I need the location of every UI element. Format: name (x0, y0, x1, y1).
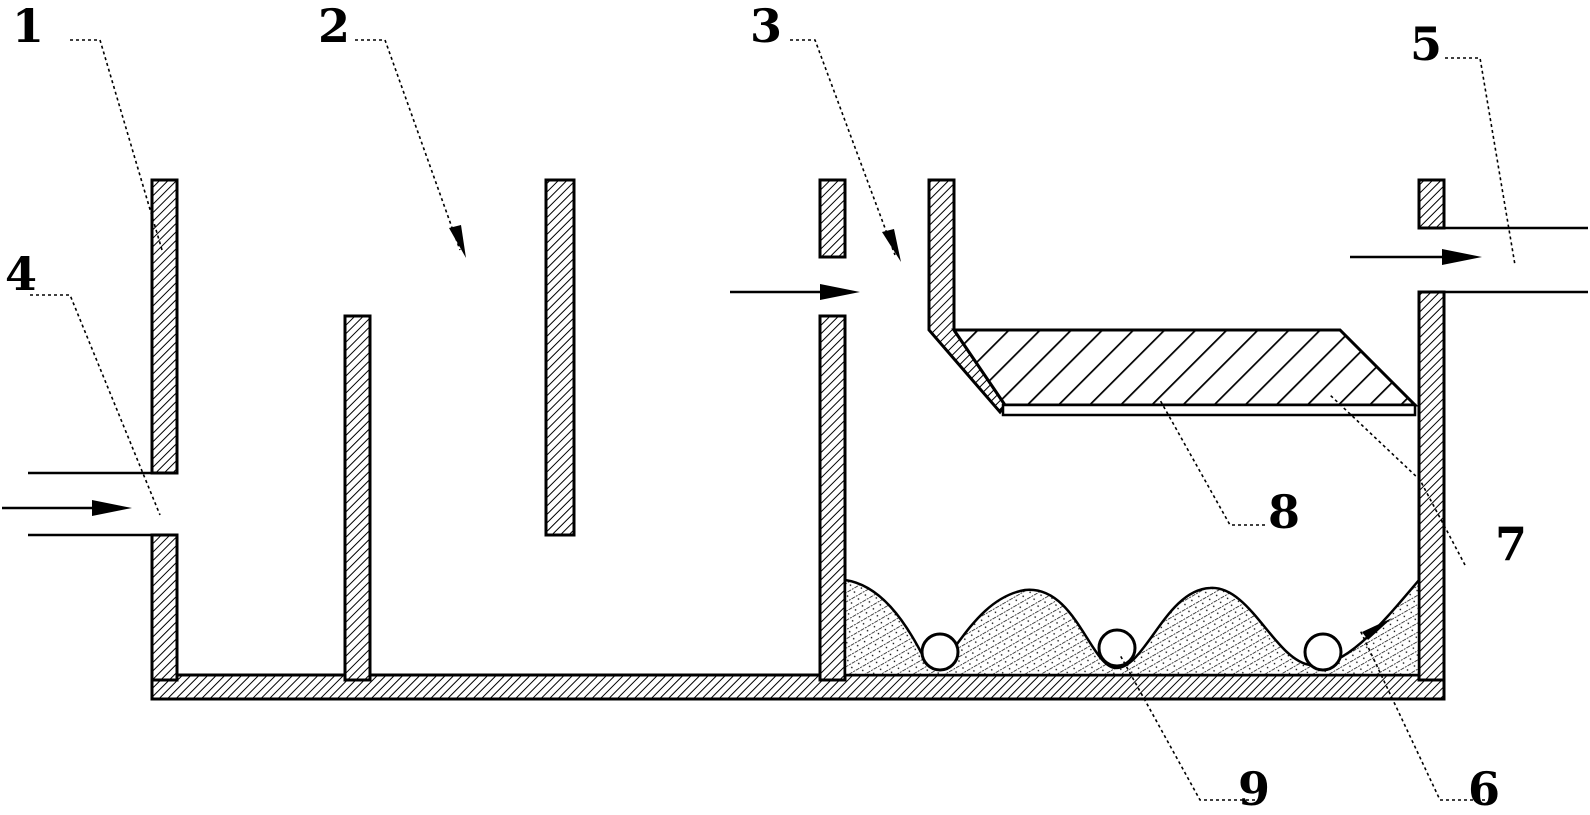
transfer-arrow-head (820, 284, 860, 300)
leader-8 (1159, 399, 1265, 526)
divider-wall-upper (818, 178, 847, 259)
ball-2 (1097, 628, 1137, 668)
label-5: 5 (1410, 17, 1442, 71)
leader-6-arrowhead (1362, 618, 1392, 640)
leader-9 (1119, 654, 1255, 801)
plate-support (1001, 403, 1417, 417)
divider-wall-lower (818, 314, 847, 682)
label-8: 8 (1268, 485, 1300, 539)
inlet-arrow-head (92, 500, 132, 516)
leader-2-arrowhead (449, 225, 466, 258)
outlet-arrow-head (1442, 249, 1482, 265)
ball-1 (920, 632, 960, 672)
label-1: 1 (12, 0, 44, 53)
label-2: 2 (318, 0, 350, 53)
right-wall-lower (1417, 290, 1446, 682)
label-4: 4 (5, 247, 37, 301)
baffle-upper (544, 178, 576, 537)
leader-3-arrowhead (882, 229, 901, 262)
right-wall-upper (1417, 178, 1446, 230)
leader-1 (70, 39, 163, 251)
leader-4 (30, 294, 161, 516)
left-wall-upper (150, 178, 179, 475)
leader-7 (1329, 394, 1466, 566)
label-3: 3 (750, 0, 782, 53)
leader-3 (790, 39, 896, 256)
baffle-lower (343, 314, 372, 682)
leader-2 (355, 39, 461, 251)
label-7: 7 (1495, 517, 1527, 571)
inclined-plate (951, 328, 1419, 407)
label-9: 9 (1238, 762, 1270, 815)
label-6: 6 (1468, 762, 1500, 815)
leader-6 (1359, 629, 1485, 801)
leader-5 (1445, 57, 1516, 266)
left-wall-lower (150, 533, 179, 682)
ball-3 (1303, 632, 1343, 672)
